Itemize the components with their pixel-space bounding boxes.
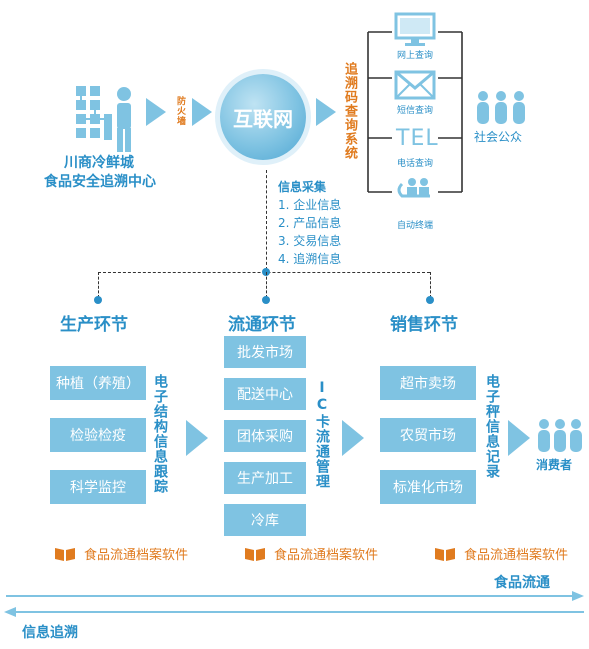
connector-dot-left	[94, 296, 102, 304]
production-side-label: 电子结构信息跟踪	[152, 374, 168, 494]
connector-dot-right	[426, 296, 434, 304]
archive-label: 食品流通档案软件	[464, 548, 569, 563]
circulation-title: 流通环节	[228, 315, 296, 335]
food-flow-label: 食品流通	[494, 575, 550, 591]
arrow-internet-to-query	[316, 98, 336, 126]
consumer-label: 消费者	[536, 458, 573, 472]
circulation-item: 配送中心	[224, 378, 306, 410]
query-method-phone: 电话查询	[396, 159, 433, 169]
center-name-line1: 川商冷鲜城	[64, 155, 134, 171]
info-trace-label: 信息追溯	[22, 625, 78, 641]
public-people-icon	[477, 91, 525, 124]
arrow-production-to-circulation	[186, 420, 208, 456]
book-icon	[435, 547, 455, 561]
archive-software-sales: 食品流通档案软件	[434, 544, 568, 563]
query-method-sms: 短信查询	[396, 106, 433, 116]
arrow-center-to-internet	[146, 98, 166, 126]
query-system-label: 追溯码查询系统	[342, 62, 357, 160]
sales-title: 销售环节	[390, 315, 458, 335]
terminal-icon	[397, 178, 430, 198]
info-item: 2. 产品信息	[278, 216, 342, 230]
arrow-circulation-to-sales	[342, 420, 364, 456]
center-name-line2: 食品安全追溯中心	[44, 174, 156, 190]
archive-label: 食品流通档案软件	[274, 548, 379, 563]
info-item: 1. 企业信息	[278, 198, 342, 212]
circulation-side-label: IC卡流通管理	[314, 380, 330, 489]
archive-software-circulation: 食品流通档案软件	[244, 544, 378, 563]
flow-arrows	[4, 591, 584, 617]
archive-software-production: 食品流通档案软件	[54, 544, 188, 563]
building-icon	[76, 86, 131, 152]
info-collection-title: 信息采集	[278, 180, 327, 194]
firewall-label: 防火墙	[175, 96, 185, 126]
circulation-item: 生产加工	[224, 462, 306, 494]
production-item: 科学监控	[50, 470, 146, 504]
query-bracket	[367, 31, 463, 193]
book-icon	[55, 547, 75, 561]
arrow-firewall-to-internet	[192, 98, 212, 126]
arrow-sales-to-consumer	[508, 420, 530, 456]
monitor-icon	[394, 12, 436, 46]
query-method-web: 网上查询	[396, 51, 433, 61]
circulation-item: 团体采购	[224, 420, 306, 452]
internet-label: 互联网	[233, 106, 293, 131]
info-item: 4. 追溯信息	[278, 252, 342, 266]
production-item: 种植（养殖）	[50, 366, 146, 400]
connector-drop-right	[430, 272, 431, 298]
public-label: 社会公众	[474, 130, 523, 144]
archive-label: 食品流通档案软件	[84, 548, 189, 563]
circulation-item: 冷库	[224, 504, 306, 536]
tel-icon: TEL	[396, 126, 439, 151]
sales-item: 标准化市场	[380, 470, 476, 504]
connector-dot-middle	[262, 296, 270, 304]
book-icon	[245, 547, 265, 561]
info-collect-line	[266, 170, 267, 270]
info-item: 3. 交易信息	[278, 234, 342, 248]
connector-drop-left	[98, 272, 99, 298]
connector-drop-middle	[266, 272, 267, 298]
internet-globe: 互联网	[220, 74, 306, 160]
consumer-people-icon	[538, 419, 582, 452]
sales-item: 农贸市场	[380, 418, 476, 452]
query-method-terminal: 自动终端	[396, 221, 433, 231]
production-item: 检验检疫	[50, 418, 146, 452]
sales-side-label: 电子秤信息记录	[484, 374, 500, 479]
sales-item: 超市卖场	[380, 366, 476, 400]
info-collection: 信息采集 1. 企业信息 2. 产品信息 3. 交易信息 4. 追溯信息	[278, 178, 341, 268]
circulation-item: 批发市场	[224, 336, 306, 368]
production-title: 生产环节	[60, 315, 128, 335]
envelope-icon	[394, 70, 436, 100]
